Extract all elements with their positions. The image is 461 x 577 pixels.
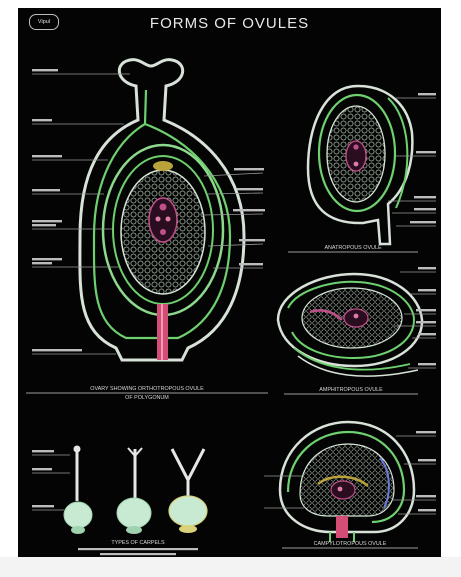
ovule-drawings xyxy=(18,8,441,557)
campylotropous-nucellus xyxy=(300,444,394,516)
carpel-3 xyxy=(169,496,207,526)
campylotropous-funicle xyxy=(336,516,348,538)
caption-orthotropous: OVARY SHOWING ORTHOTROPOUS OVULE xyxy=(26,386,268,392)
caption-anatropous: ANATROPOUS OVULE xyxy=(288,245,418,251)
amphitropous-ovule-diagram xyxy=(278,274,422,376)
campylotropous-ovule-diagram xyxy=(280,422,414,542)
caption-campylotropous: CAMPYLOTROPOUS OVULE xyxy=(282,541,418,547)
label-text-mid xyxy=(233,168,265,265)
ovary-orthotropous-diagram xyxy=(80,60,244,360)
label-text-left xyxy=(32,69,82,351)
carpel-1 xyxy=(64,502,92,528)
carpel-2 xyxy=(117,498,151,528)
caption-carpels: TYPES OF CARPELS xyxy=(58,540,218,546)
caption-amphitropous: AMPHITROPOUS OVULE xyxy=(284,387,418,393)
carpels-diagram xyxy=(64,446,207,535)
anatropous-ovule-diagram xyxy=(308,86,412,244)
caption-orthotropous-sub: OF POLYGONUM xyxy=(26,395,268,401)
page-bottom-margin xyxy=(0,557,461,577)
ovule-chart: FORMS OF OVULES Vipul xyxy=(18,8,441,557)
